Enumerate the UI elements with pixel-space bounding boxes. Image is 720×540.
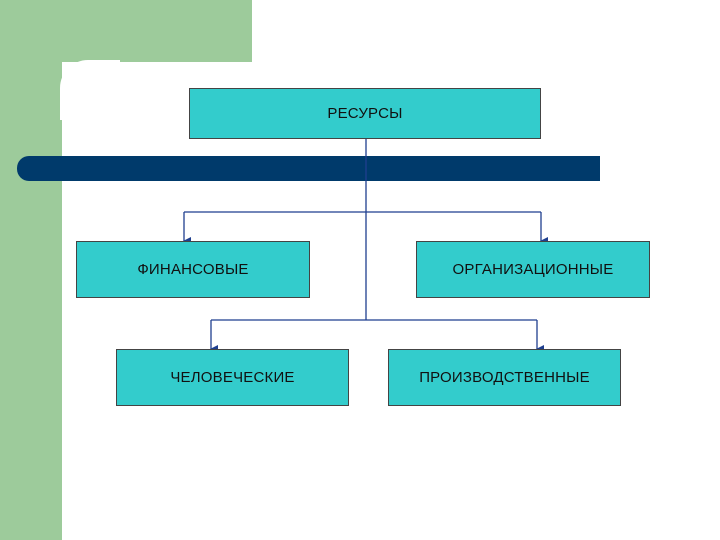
node-resources: РЕСУРСЫ xyxy=(189,88,541,139)
node-resources-label: РЕСУРСЫ xyxy=(327,105,403,122)
node-organizational-label: ОРГАНИЗАЦИОННЫЕ xyxy=(452,261,614,278)
node-production-label: ПРОИЗВОДСТВЕННЫЕ xyxy=(419,369,590,386)
decor-rounded-corner xyxy=(60,60,120,120)
node-financial: ФИНАНСОВЫЕ xyxy=(76,241,310,298)
decor-navy-band xyxy=(17,156,600,181)
node-organizational: ОРГАНИЗАЦИОННЫЕ xyxy=(416,241,650,298)
node-production: ПРОИЗВОДСТВЕННЫЕ xyxy=(388,349,621,406)
node-financial-label: ФИНАНСОВЫЕ xyxy=(137,261,249,278)
decor-green-sidebar xyxy=(0,0,62,540)
decor-green-header xyxy=(0,0,252,62)
node-human: ЧЕЛОВЕЧЕСКИЕ xyxy=(116,349,349,406)
node-human-label: ЧЕЛОВЕЧЕСКИЕ xyxy=(170,369,295,386)
